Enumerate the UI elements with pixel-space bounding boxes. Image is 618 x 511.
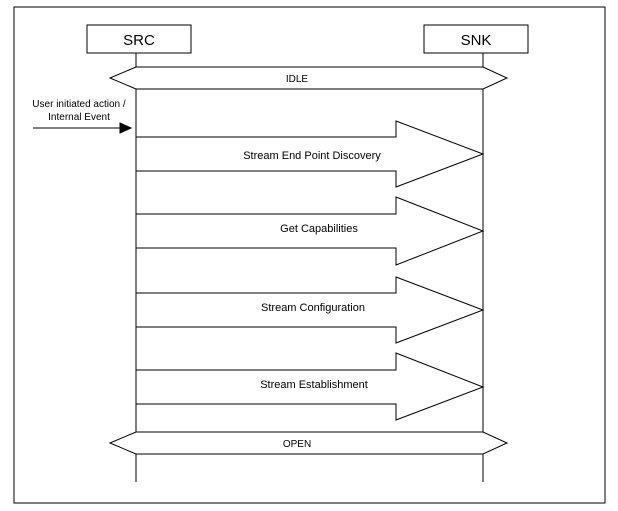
snk-participant-label: SNK <box>461 32 492 49</box>
snk-participant-box <box>423 24 529 54</box>
trigger-label-line2: Internal Event <box>48 112 110 123</box>
step-label-2: Get Capabilities <box>280 223 358 235</box>
step-label-1: Stream End Point Discovery <box>243 150 381 162</box>
trigger-arrow-head <box>119 122 133 134</box>
step-label-4: Stream Establishment <box>260 379 368 391</box>
src-participant-box <box>86 24 192 54</box>
trigger-label-line1: User initiated action / <box>32 99 126 110</box>
idle-state-band <box>108 66 509 90</box>
step-arrow-2 <box>135 196 485 266</box>
step-arrow-1 <box>135 120 485 188</box>
step-arrow-4 <box>135 352 485 421</box>
step-label-3: Stream Configuration <box>261 302 365 314</box>
idle-state-label: IDLE <box>286 74 309 85</box>
open-state-band <box>108 431 509 455</box>
src-participant-label: SRC <box>123 32 155 49</box>
figure-border <box>13 6 606 504</box>
open-state-label: OPEN <box>283 439 311 450</box>
step-arrow-3 <box>135 276 485 344</box>
